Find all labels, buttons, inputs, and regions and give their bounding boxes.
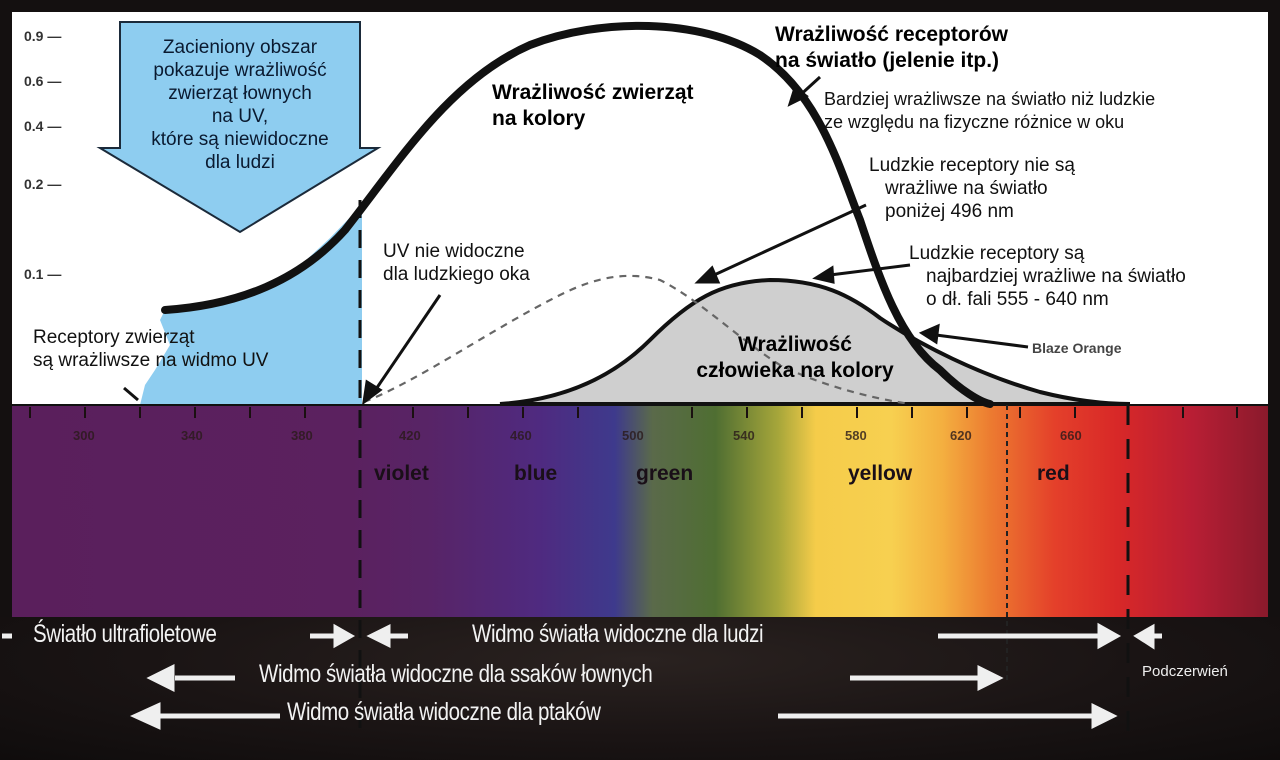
- y-tick-0.9: 0.9 —: [24, 28, 62, 44]
- wavelength-label: 420: [399, 428, 421, 443]
- wavelength-label: 340: [181, 428, 203, 443]
- wavelength-label: 620: [950, 428, 972, 443]
- x-axis-ticks: [29, 407, 1238, 418]
- band-yellow: yellow: [848, 462, 913, 485]
- range-arrows: [2, 622, 1162, 730]
- human-sensitivity-label: Wrażliwość człowieka na kolory: [696, 333, 894, 382]
- wavelength-label: 660: [1060, 428, 1082, 443]
- range-legend-area: [0, 617, 1280, 760]
- human-most-sensitive-note: Ludzkie receptory są najbardziej wrażliw…: [909, 243, 1186, 310]
- annotation-arrows: [123, 75, 1029, 406]
- wavelength-label: 540: [733, 428, 755, 443]
- range-ultraviolet: Światło ultrafioletowe: [33, 620, 217, 648]
- band-blue: blue: [514, 462, 558, 485]
- human-sensitivity-area: [499, 277, 1131, 406]
- y-tick-0.1: 0.1 —: [24, 266, 62, 282]
- human-dashed-curve: [363, 274, 911, 406]
- y-tick-0.6: 0.6 —: [24, 73, 62, 89]
- wavelength-label: 380: [291, 428, 313, 443]
- wavelength-label: 300: [73, 428, 95, 443]
- uv-shaded-region: [140, 205, 362, 405]
- uv-down-arrow: [96, 21, 382, 234]
- y-tick-0.2: 0.2 —: [24, 176, 62, 192]
- range-visible-humans: Widmo światła widoczne dla ludzi: [472, 620, 764, 648]
- receptor-sensitivity-note: Bardziej wrażliwsze na światło niż ludzk…: [824, 89, 1156, 132]
- human-not-sensitive-note: Ludzkie receptory nie są wrażliwe na świ…: [869, 155, 1075, 222]
- wavelength-label: 580: [845, 428, 867, 443]
- animal-uv-receptors-note: Receptory zwierząt są wrażliwsze na widm…: [33, 327, 269, 371]
- band-red: red: [1037, 462, 1070, 485]
- band-green: green: [636, 462, 694, 485]
- band-violet: violet: [374, 462, 429, 485]
- wavelength-label: 500: [622, 428, 644, 443]
- y-tick-0.4: 0.4 —: [24, 118, 62, 134]
- range-visible-birds: Widmo światła widoczne dla ptaków: [287, 698, 601, 726]
- wavelength-label: 460: [510, 428, 532, 443]
- animal-sensitivity-label: Wrażliwość zwierząt na kolory: [492, 81, 694, 130]
- color-spectrum-band: [12, 405, 1268, 617]
- animal-sensitivity-curve: [161, 21, 994, 408]
- uv-not-visible-note: UV nie widoczne dla ludzkiego oka: [383, 241, 530, 285]
- range-visible-game-mammals: Widmo światła widoczne dla ssaków łownyc…: [259, 660, 653, 688]
- receptor-sensitivity-title: Wrażliwość receptorów na światło (jeleni…: [775, 23, 1009, 72]
- blaze-orange-label: Blaze Orange: [1032, 340, 1122, 356]
- uv-shade-explanation: Zacieniony obszar pokazuje wrażliwość zw…: [151, 37, 329, 173]
- range-infrared: Podczerwień: [1142, 663, 1228, 680]
